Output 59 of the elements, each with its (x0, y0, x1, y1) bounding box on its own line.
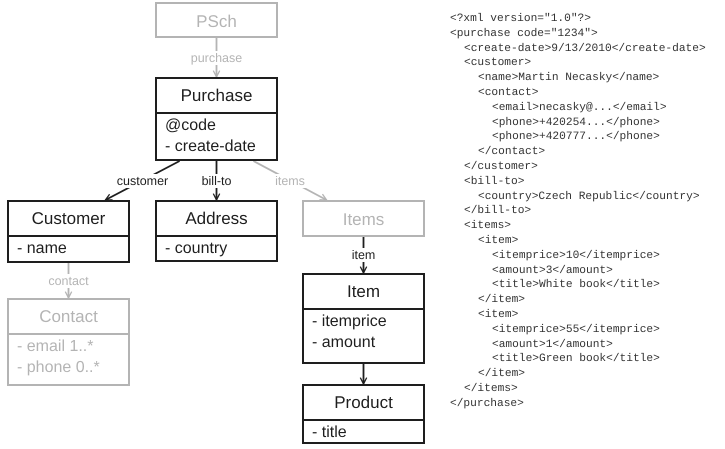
class-box (155, 2, 278, 38)
arrow (360, 364, 368, 385)
edge-label: purchase (188, 50, 244, 64)
attribute: - itemprice (312, 312, 388, 332)
xml-line: <title>Green book</title> (492, 352, 660, 366)
xml-line: <items> (464, 219, 511, 234)
class-name: Items (342, 210, 384, 230)
class-name: PSch (196, 12, 237, 32)
xml-line: <item> (478, 308, 518, 322)
class-name: Contact (39, 306, 98, 326)
xml-line: <amount>3</amount> (492, 264, 613, 278)
attribute: - title (312, 423, 348, 443)
class-box (302, 273, 425, 364)
xml-line: <amount>1</amount> (492, 338, 613, 352)
xml-line: </contact> (478, 145, 546, 160)
xml-line: <phone>+420777...</phone> (492, 130, 660, 144)
attribute: - amount (312, 333, 376, 353)
xml-line: <phone>+420254...</phone> (492, 116, 660, 130)
edge-label: contact (46, 274, 91, 288)
attribute: - create-date (165, 137, 257, 157)
xml-line: <bill-to> (464, 174, 524, 189)
edge-label: items (273, 174, 307, 188)
class-box (302, 384, 425, 444)
xml-line: </item> (478, 293, 525, 308)
xml-line: <purchase code="1234"> (450, 26, 598, 41)
xml-line: </items> (464, 382, 518, 396)
xml-line: </bill-to> (464, 204, 532, 218)
attribute: - phone 0..* (17, 358, 101, 378)
attribute: - country (165, 239, 228, 259)
class-name: Customer (32, 208, 106, 228)
class-box (155, 200, 278, 262)
xml-line: <itemprice>55</itemprice> (492, 322, 660, 337)
xml-line: </customer> (464, 160, 538, 174)
class-box (155, 77, 278, 161)
xml-line: <title>White book</title> (492, 278, 660, 292)
xml-line: <?xml version="1.0"?> (450, 12, 591, 26)
xml-line: <contact> (478, 86, 538, 100)
class-box (7, 298, 130, 386)
class-name: Purchase (180, 86, 252, 106)
attribute: - email 1..* (17, 337, 94, 357)
attribute: - name (17, 239, 68, 259)
xml-line: <name>Martin Necasky</name> (478, 71, 660, 86)
attribute: @code (165, 116, 217, 136)
xml-line: </purchase> (450, 396, 524, 411)
xml-line: <create-date>9/13/2010</create-date> (464, 42, 706, 56)
xml-line: <itemprice>10</itemprice> (492, 248, 660, 263)
class-name: Address (185, 208, 248, 228)
xml-line: <customer> (464, 56, 532, 70)
xml-line: </item> (478, 367, 525, 382)
xml-line: <item> (478, 234, 518, 248)
xml-line: <country>Czech Republic</country> (478, 190, 700, 204)
xml-line: <email>necasky@...</email> (492, 100, 667, 115)
class-box (7, 200, 130, 263)
edge-label: bill-to (200, 174, 234, 188)
class-box (302, 200, 425, 237)
class-name: Product (334, 392, 393, 412)
edge-label: item (350, 248, 378, 262)
edge-label: customer (114, 174, 170, 188)
class-name: Item (346, 282, 380, 302)
